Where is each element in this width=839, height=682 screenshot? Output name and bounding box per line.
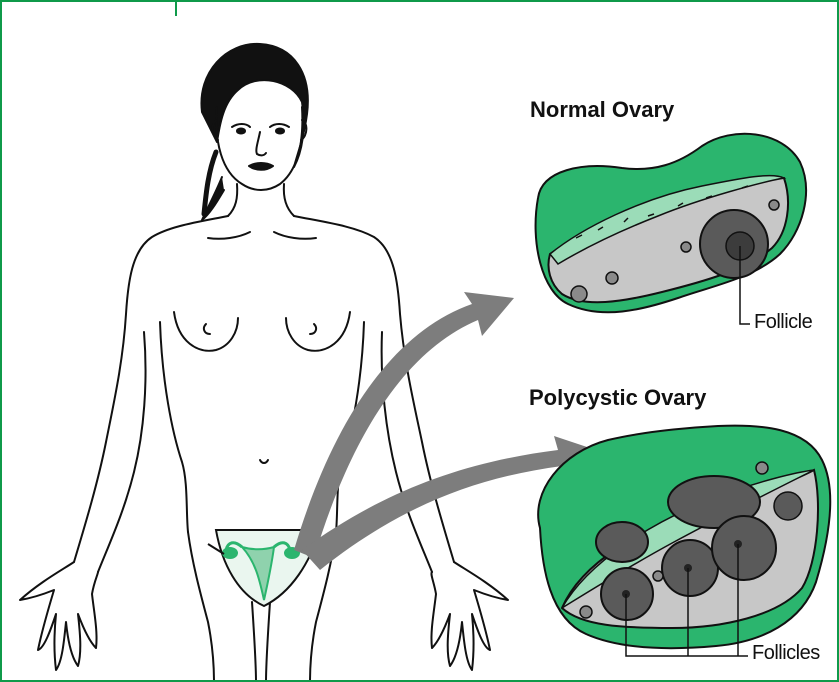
follicles-label: Follicles: [752, 642, 820, 665]
polycystic-ovary-icon: [538, 426, 830, 656]
polycystic-ovary-title: Polycystic Ovary: [529, 385, 706, 411]
normal-ovary-icon: [536, 134, 806, 324]
follicle-label: Follicle: [754, 311, 812, 334]
normal-ovary-title: Normal Ovary: [530, 97, 674, 123]
